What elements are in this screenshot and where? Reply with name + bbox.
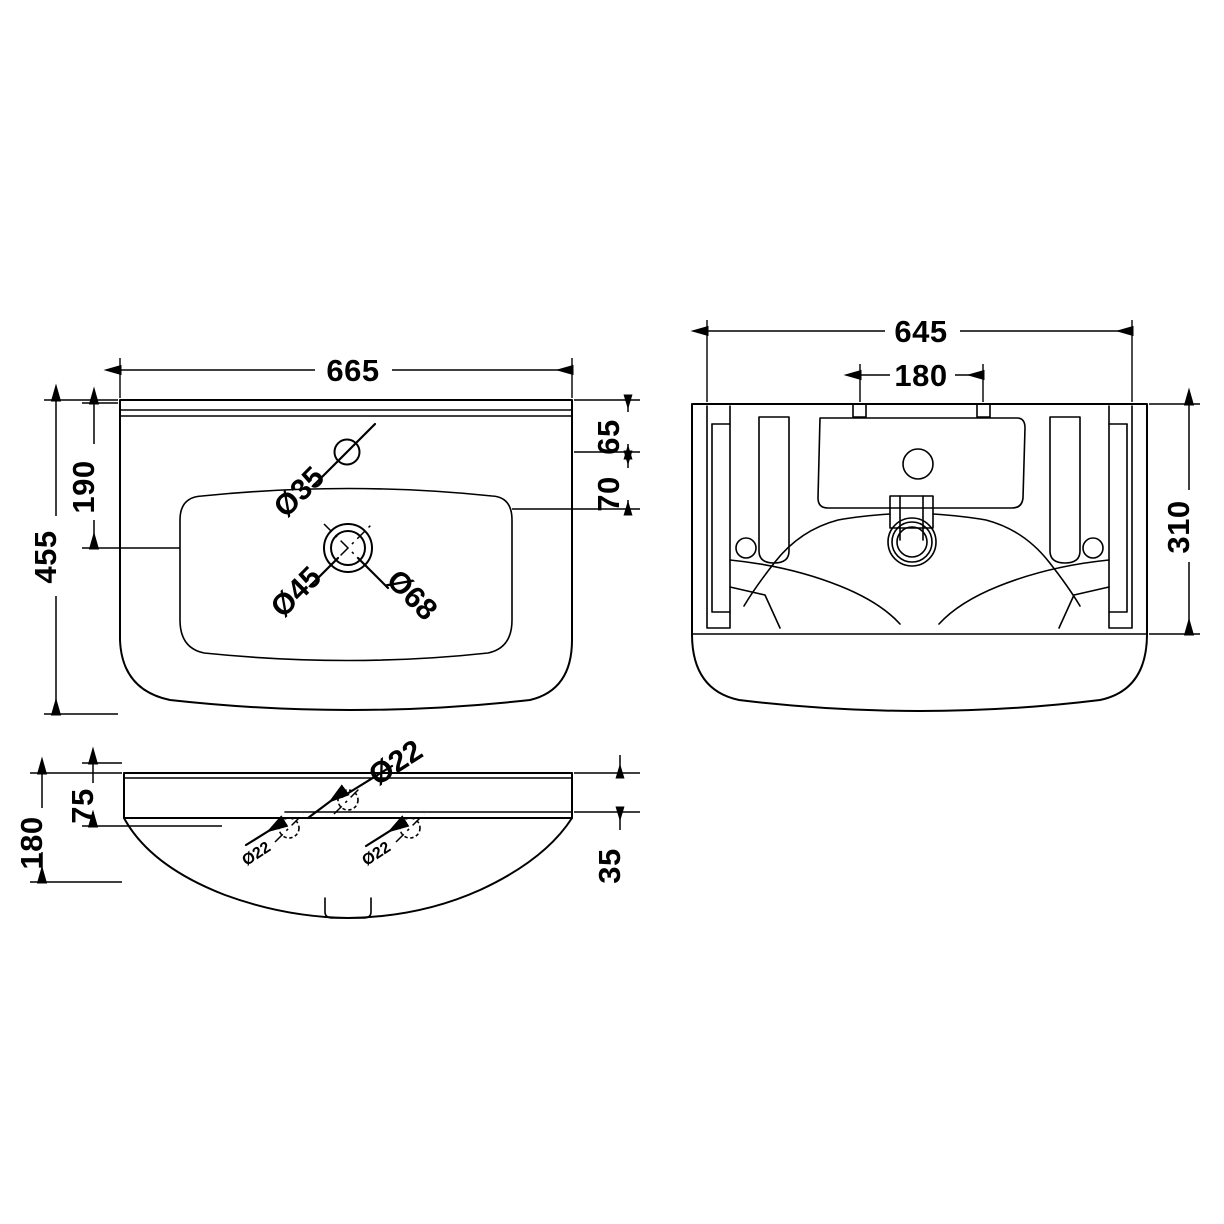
dim-plan-back-edge: 65 <box>574 394 640 460</box>
dim-front-height: 310 <box>1149 387 1200 636</box>
front-left-side-panel <box>706 405 731 629</box>
callout-dia-22-left: Ø22 <box>239 839 274 870</box>
dim-plan-bowl-offset: 190 <box>66 386 180 550</box>
side-basin-profile <box>123 772 573 919</box>
dim-label-190: 190 <box>66 460 101 513</box>
side-view: 180 75 35 Ø22 Ø22 Ø22 <box>14 734 640 919</box>
plan-view: 665 455 190 65 <box>28 353 640 716</box>
front-right-side-panel <box>1108 405 1133 629</box>
dim-label-645: 645 <box>894 314 947 349</box>
side-tap-holes <box>274 785 425 843</box>
callout-dia-22-main: Ø22 <box>363 734 429 793</box>
dim-plan-depth: 455 <box>28 383 118 716</box>
dim-front-bracket-centres: 180 <box>843 358 985 402</box>
dim-label-35: 35 <box>592 848 627 883</box>
callout-dia-68: Ø68 <box>380 564 443 627</box>
dim-label-665: 665 <box>326 353 379 388</box>
front-bracket-tabs <box>852 403 991 418</box>
front-center-panel <box>817 417 1026 509</box>
callout-dia-45: Ø45 <box>265 561 328 624</box>
front-left-rib-slot <box>735 416 790 564</box>
dim-side-total-height: 180 <box>14 756 122 884</box>
front-overflow-hole <box>902 448 934 480</box>
dim-label-65: 65 <box>591 419 626 454</box>
front-body-outline <box>691 403 1148 712</box>
dim-label-455: 455 <box>28 530 63 583</box>
side-leader-lines <box>244 764 410 848</box>
plan-leader-lines <box>309 422 390 590</box>
dim-plan-width: 665 <box>103 353 574 398</box>
front-right-rib-slot <box>1049 416 1104 564</box>
dim-label-180: 180 <box>894 358 947 393</box>
dim-side-rim-height: 75 <box>65 746 222 828</box>
front-view: 645 180 310 <box>690 314 1200 712</box>
front-waste-outlet <box>887 495 937 567</box>
plan-basin-outline <box>119 399 573 711</box>
dim-label-310: 310 <box>1161 500 1196 553</box>
callout-dia-35: Ø35 <box>268 461 331 524</box>
front-bowl-underside <box>729 513 1110 629</box>
dim-plan-tap-offset: 70 <box>512 450 640 516</box>
plan-bowl-outline <box>179 487 513 662</box>
dim-label-75: 75 <box>65 788 100 823</box>
callout-dia-22-right: Ø22 <box>359 839 394 870</box>
dim-front-width: 645 <box>690 314 1134 402</box>
dim-label-side-180: 180 <box>14 816 49 869</box>
dim-side-rear-height: 35 <box>574 755 640 884</box>
dim-label-70: 70 <box>591 476 626 511</box>
